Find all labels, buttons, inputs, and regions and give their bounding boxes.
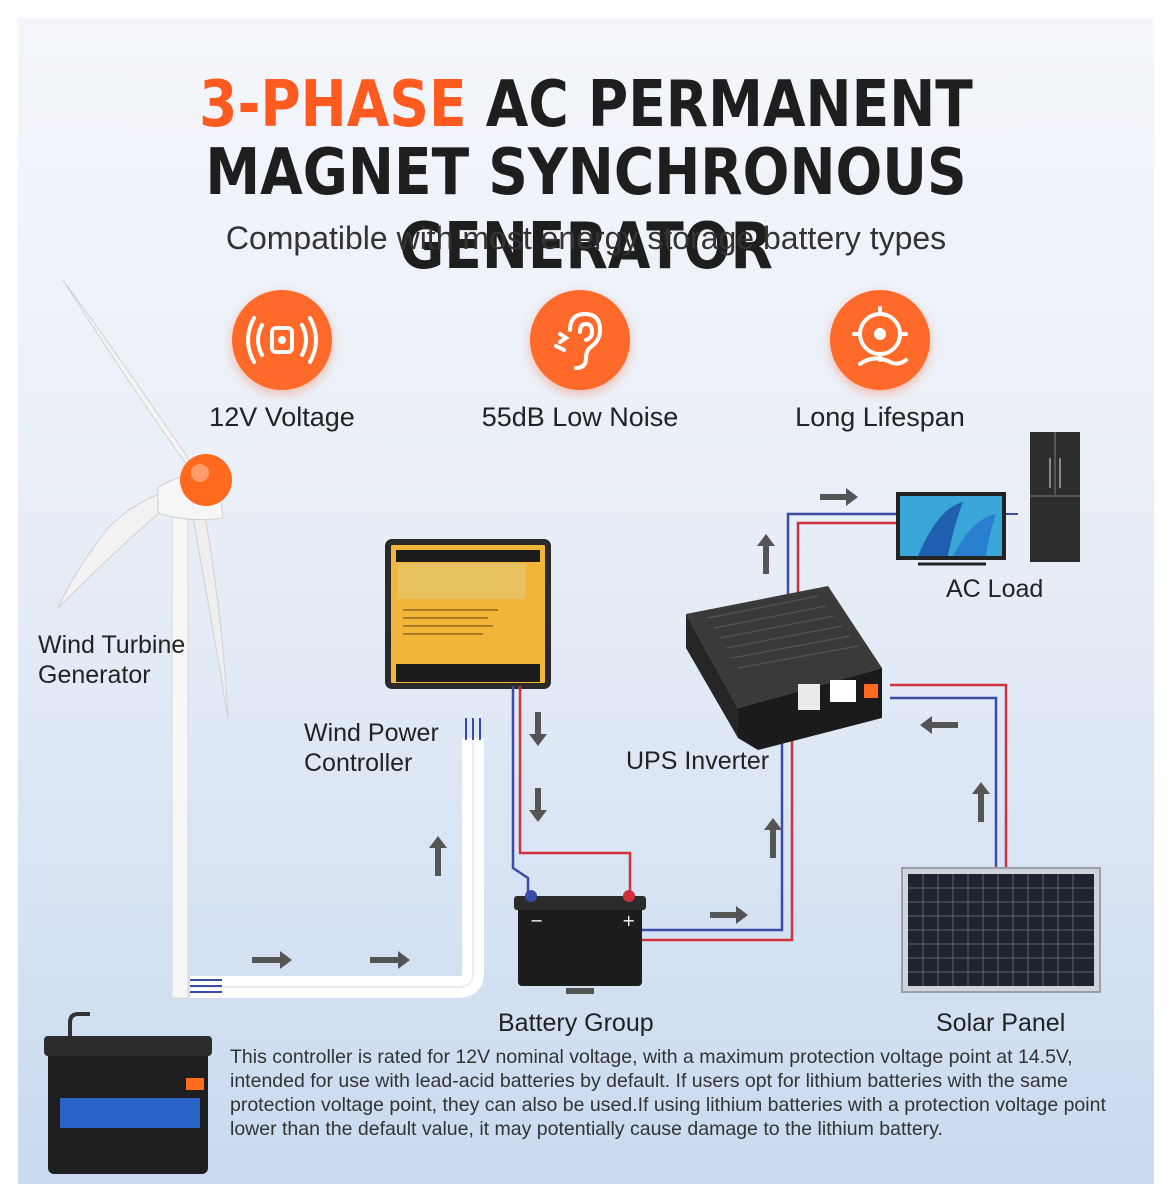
wind-turbine-illustration	[57, 279, 232, 999]
wind-power-controller-device	[385, 539, 551, 689]
main-title-line1: 3-PHASE AC PERMANENT	[98, 68, 1075, 142]
arrow-right-icon	[820, 488, 858, 506]
gear-hand-icon	[830, 290, 930, 390]
solar-panel-device	[901, 867, 1101, 993]
arrow-right-icon	[710, 906, 748, 924]
feature-label: Long Lifespan	[795, 402, 965, 432]
battery-group-device: − +	[514, 890, 646, 994]
label-ups-inverter: UPS Inverter	[626, 747, 770, 775]
label-solar-panel: Solar Panel	[936, 1009, 1066, 1037]
arrow-up-icon	[972, 782, 990, 822]
system-diagram: − +	[44, 279, 1101, 1174]
arrow-down-icon	[529, 788, 547, 822]
arrow-up-icon	[757, 534, 775, 574]
ear-icon	[530, 290, 630, 390]
label-wind-power-controller: Wind Power Controller	[304, 719, 439, 777]
arrow-down-icon	[529, 712, 547, 746]
title-accent: 3-PHASE	[199, 68, 467, 142]
refrigerator-device	[1030, 432, 1080, 562]
arrow-right-icon	[252, 951, 292, 969]
label-ac-load: AC Load	[946, 575, 1044, 603]
svg-text:+: +	[622, 911, 635, 930]
arrow-up-icon	[429, 836, 447, 876]
arrow-up-icon	[764, 818, 782, 858]
svg-text:−: −	[530, 911, 543, 930]
title-rest: AC PERMANENT	[466, 68, 973, 142]
tv-device	[896, 492, 1006, 566]
main-title-line2: MAGNET SYNCHRONOUS GENERATOR	[205, 136, 967, 284]
feature-lifespan: Long Lifespan	[750, 290, 1010, 433]
subtitle: Compatible with most energy storage batt…	[225, 220, 947, 256]
feature-label: 12V Voltage	[209, 402, 355, 432]
feature-noise: 55dB Low Noise	[450, 290, 710, 433]
arrow-right-icon	[370, 951, 410, 969]
label-wind-turbine: Wind Turbine Generator	[38, 631, 186, 689]
diagram-canvas: 3-PHASE AC PERMANENT MAGNET SYNCHRONOUS …	[18, 18, 1154, 1184]
vibration-icon	[232, 290, 332, 390]
lithium-battery-device	[44, 1012, 212, 1174]
feature-label: 55dB Low Noise	[481, 402, 679, 432]
feature-voltage: 12V Voltage	[152, 290, 412, 433]
flow-arrows	[252, 488, 990, 969]
ups-inverter-device	[686, 586, 882, 750]
label-battery-group: Battery Group	[498, 1009, 654, 1037]
arrow-left-icon	[920, 716, 958, 734]
controller-note: This controller is rated for 12V nominal…	[230, 1046, 1106, 1140]
